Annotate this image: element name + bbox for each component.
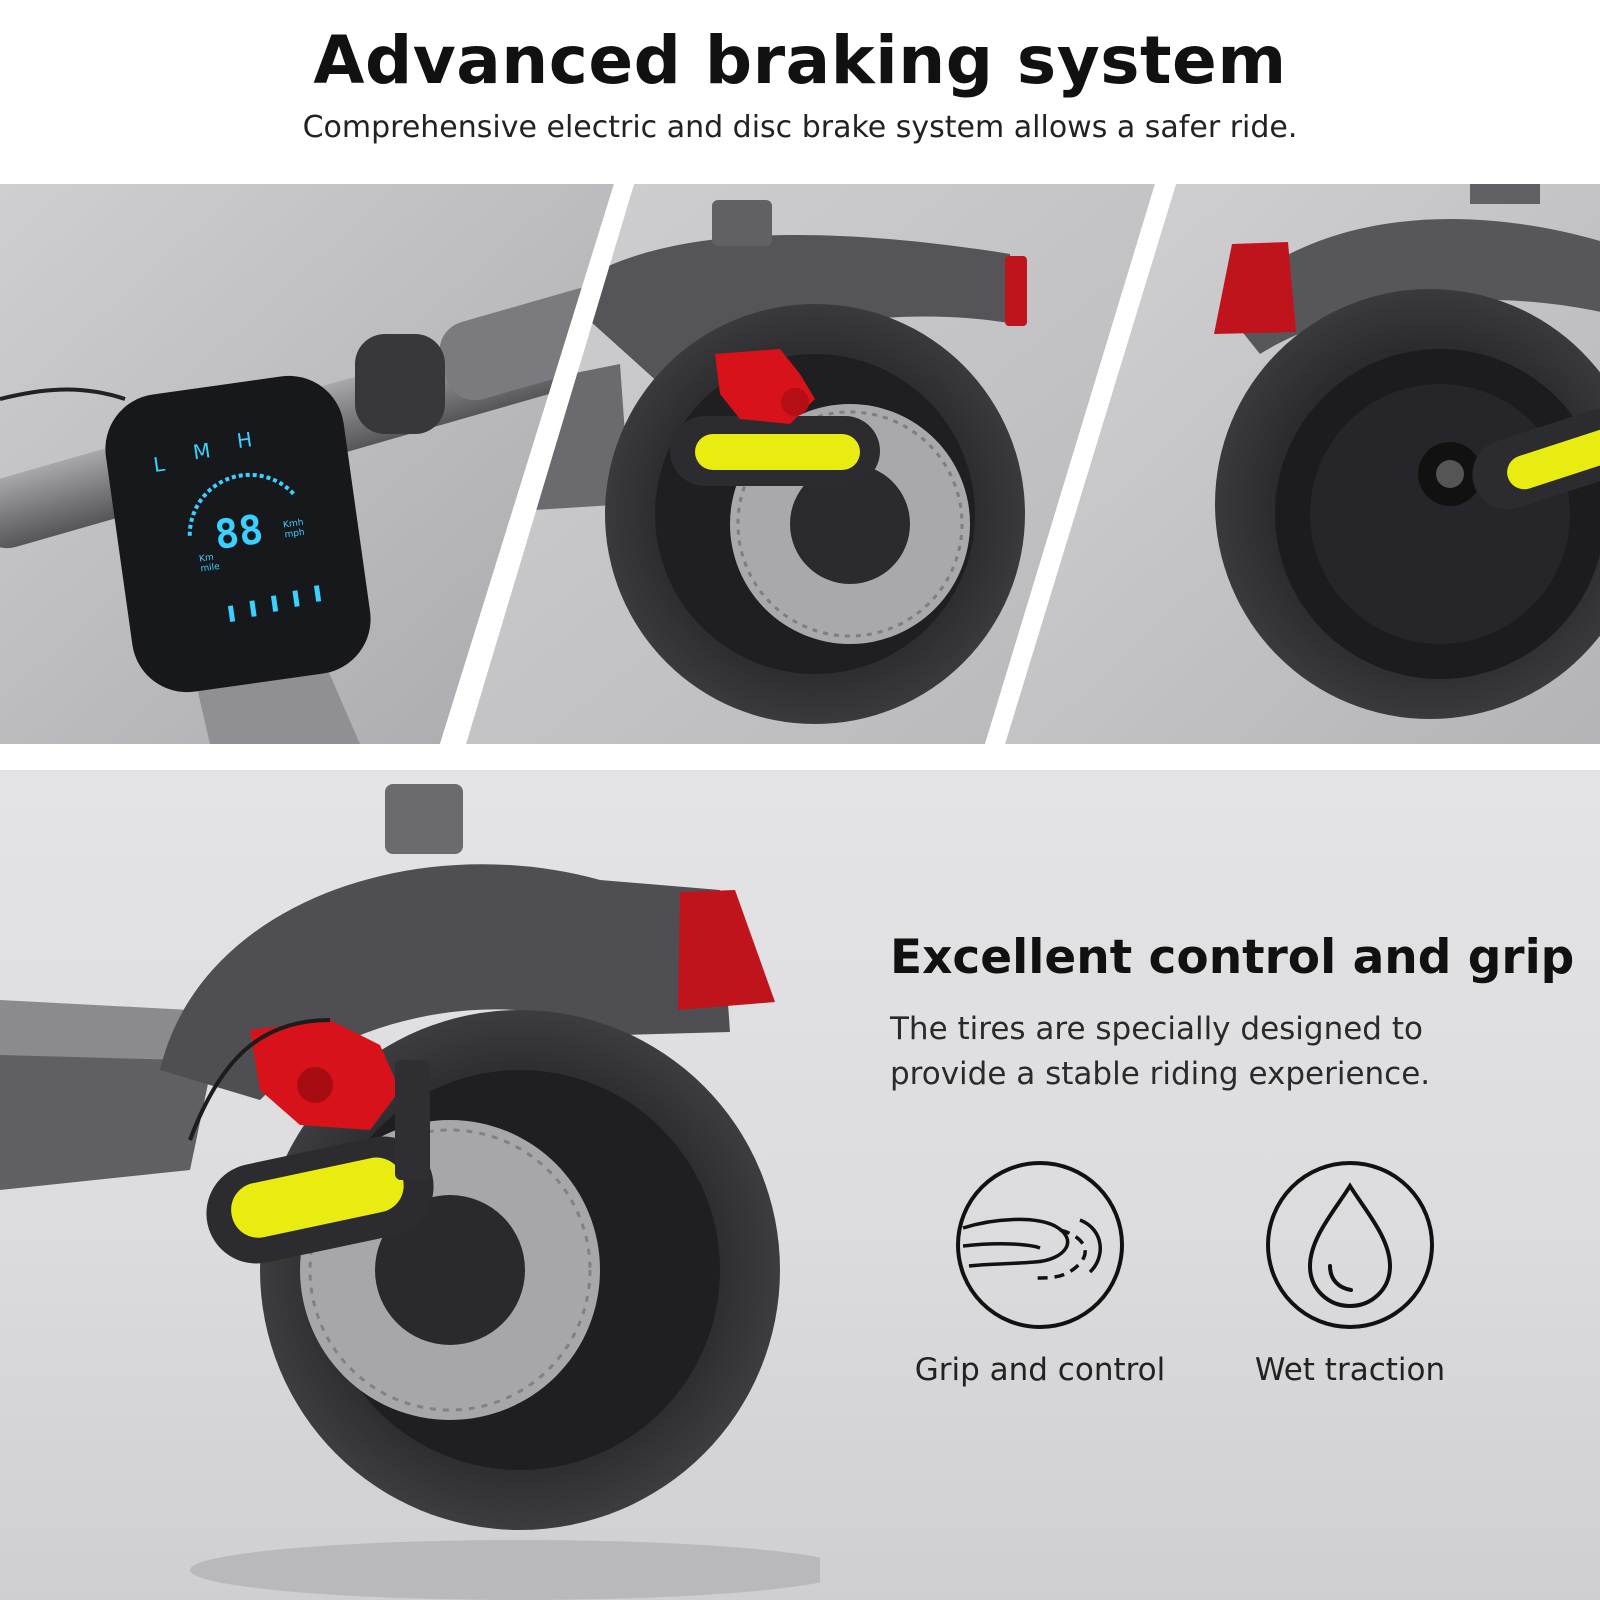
info-line-1: The tires are specially designed to — [890, 1011, 1423, 1047]
side-reflector — [695, 434, 860, 470]
speed-value: 88 — [212, 507, 266, 559]
unit-kmh: Kmh — [283, 518, 305, 531]
mode-m: M — [192, 438, 212, 464]
tail-light — [1005, 256, 1027, 326]
feature-grip-label: Grip and control — [914, 1352, 1166, 1388]
mode-h: H — [235, 427, 253, 453]
feature-grip: Grip and control — [890, 1160, 1190, 1388]
tail-reflector-large — [678, 890, 775, 1010]
unit-mph: mph — [284, 528, 305, 541]
control-grip-section: Excellent control and grip The tires are… — [0, 770, 1600, 1600]
wheel-illustration — [0, 784, 820, 1600]
speed-arc — [187, 472, 297, 536]
header: Advanced braking system Comprehensive el… — [0, 0, 1600, 184]
strip-svg: L M H 88 Km mile Kmh mph — [0, 184, 1600, 744]
info-title: Excellent control and grip — [890, 930, 1575, 985]
page-subtitle: Comprehensive electric and disc brake sy… — [302, 110, 1298, 145]
rear-reflector — [1214, 242, 1296, 334]
tail-reflector-panel — [1005, 184, 1600, 744]
feature-wet: Wet traction — [1200, 1160, 1500, 1388]
battery-bars — [227, 585, 322, 622]
page-title: Advanced braking system — [313, 22, 1287, 99]
water-drop-icon — [1265, 1160, 1435, 1330]
mode-l: L — [152, 452, 167, 477]
image-strip: L M H 88 Km mile Kmh mph — [0, 184, 1600, 744]
road-curve-icon — [955, 1160, 1125, 1330]
feature-wet-label: Wet traction — [1254, 1352, 1446, 1388]
info-description: The tires are specially designed to prov… — [890, 1007, 1580, 1097]
info-block: Excellent control and grip The tires are… — [890, 930, 1580, 1097]
unit-km: Km — [198, 553, 214, 565]
unit-mile: mile — [200, 562, 221, 575]
side-reflector-large — [231, 1157, 404, 1238]
display-panel: L M H 88 Km mile Kmh mph — [0, 184, 614, 744]
info-line-2: provide a stable riding experience. — [890, 1056, 1431, 1092]
